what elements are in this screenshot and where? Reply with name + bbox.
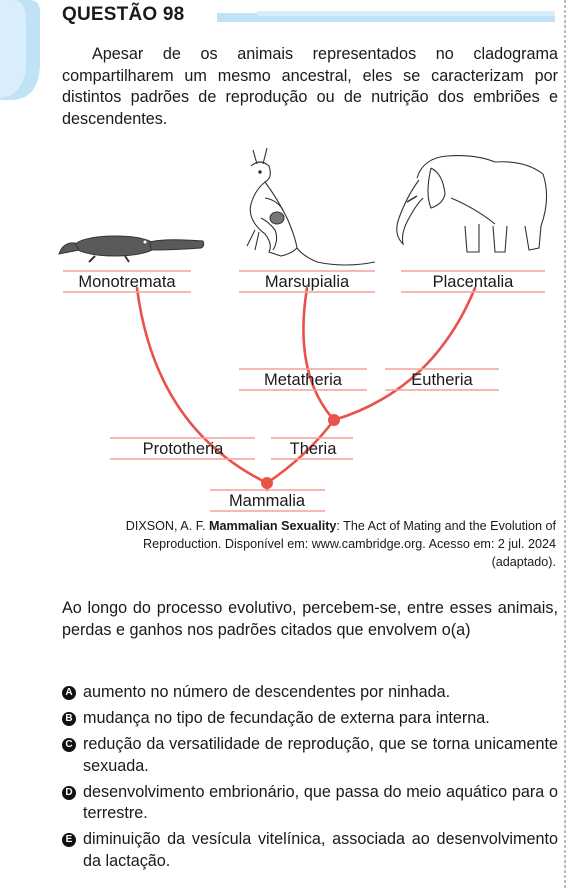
- question-stem: Ao longo do processo evolutivo, percebem…: [62, 599, 558, 639]
- kangaroo-illustration: [246, 147, 376, 266]
- option-d[interactable]: D desenvolvimento embrionário, que passa…: [62, 782, 558, 825]
- elephant-illustration: [396, 155, 548, 253]
- label-mammalia: Mammalia: [229, 492, 306, 510]
- cladogram: Monotremata Marsupialia Placentalia Meta…: [58, 147, 548, 512]
- page-right-border: [564, 0, 566, 890]
- node-mammalia: [261, 477, 273, 489]
- label-underlines: [63, 270, 545, 512]
- question-intro: Apesar de os animais representados no cl…: [62, 45, 558, 128]
- option-b-letter-icon: B: [62, 712, 76, 726]
- platypus-illustration: [58, 235, 205, 263]
- citation-author: DIXSON, A. F.: [125, 519, 209, 533]
- option-e-letter-icon: E: [62, 833, 76, 847]
- option-d-text: desenvolvimento embrionário, que passa d…: [83, 782, 558, 823]
- option-c-text: redução da versatilidade de reprodução, …: [83, 735, 558, 775]
- option-a-text: aumento no número de descendentes por ni…: [83, 683, 451, 701]
- label-marsupialia: Marsupialia: [265, 273, 350, 291]
- label-eutheria: Eutheria: [411, 371, 473, 389]
- citation-details: : The Act of Mating and the Evolution of…: [143, 519, 556, 569]
- option-e[interactable]: E diminuição da vesícula vitelínica, ass…: [62, 829, 558, 872]
- label-monotremata: Monotremata: [78, 273, 176, 291]
- option-d-letter-icon: D: [62, 785, 76, 800]
- question-number: QUESTÃO 98: [62, 4, 185, 25]
- option-c-letter-icon: C: [62, 738, 76, 752]
- cladogram-branches: [135, 286, 477, 492]
- label-prototheria: Prototheria: [143, 440, 225, 458]
- node-theria: [328, 414, 340, 426]
- option-e-text: diminuição da vesícula vitelínica, assoc…: [83, 830, 558, 870]
- answer-options: A aumento no número de descendentes por …: [62, 682, 558, 877]
- citation-title: Mammalian Sexuality: [209, 519, 337, 533]
- label-metatheria: Metatheria: [264, 371, 343, 389]
- option-b-text: mudança no tipo de fecundação de externa…: [83, 709, 490, 727]
- source-citation: DIXSON, A. F. Mammalian Sexuality: The A…: [86, 518, 556, 571]
- label-theria: Theria: [290, 440, 338, 458]
- option-c[interactable]: C redução da versatilidade de reprodução…: [62, 734, 558, 777]
- option-a[interactable]: A aumento no número de descendentes por …: [62, 682, 558, 704]
- header-bar: [217, 11, 555, 22]
- label-placentalia: Placentalia: [433, 273, 515, 291]
- option-a-letter-icon: A: [62, 686, 76, 700]
- page-tab-decoration: [0, 0, 40, 100]
- option-b[interactable]: B mudança no tipo de fecundação de exter…: [62, 708, 558, 730]
